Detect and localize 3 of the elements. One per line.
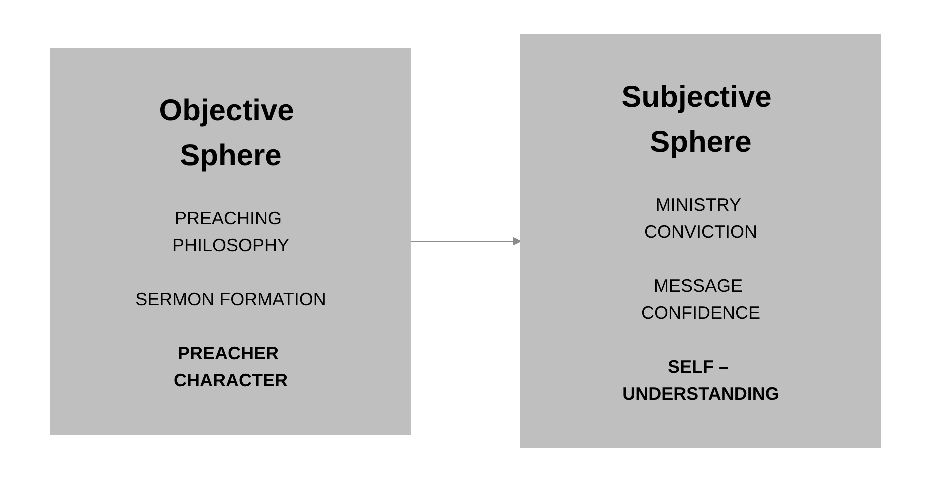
arrow — [410, 237, 522, 246]
node-box: Objective Sphere PREACHING PHILOSOPHY SERMON FORMATION PREACHER CHARACTER — [50, 48, 412, 435]
node-box: Subjective Sphere MINISTRY CONVICTION MESSAGE CONFIDENCE SELF – UNDERSTANDING — [520, 34, 882, 448]
